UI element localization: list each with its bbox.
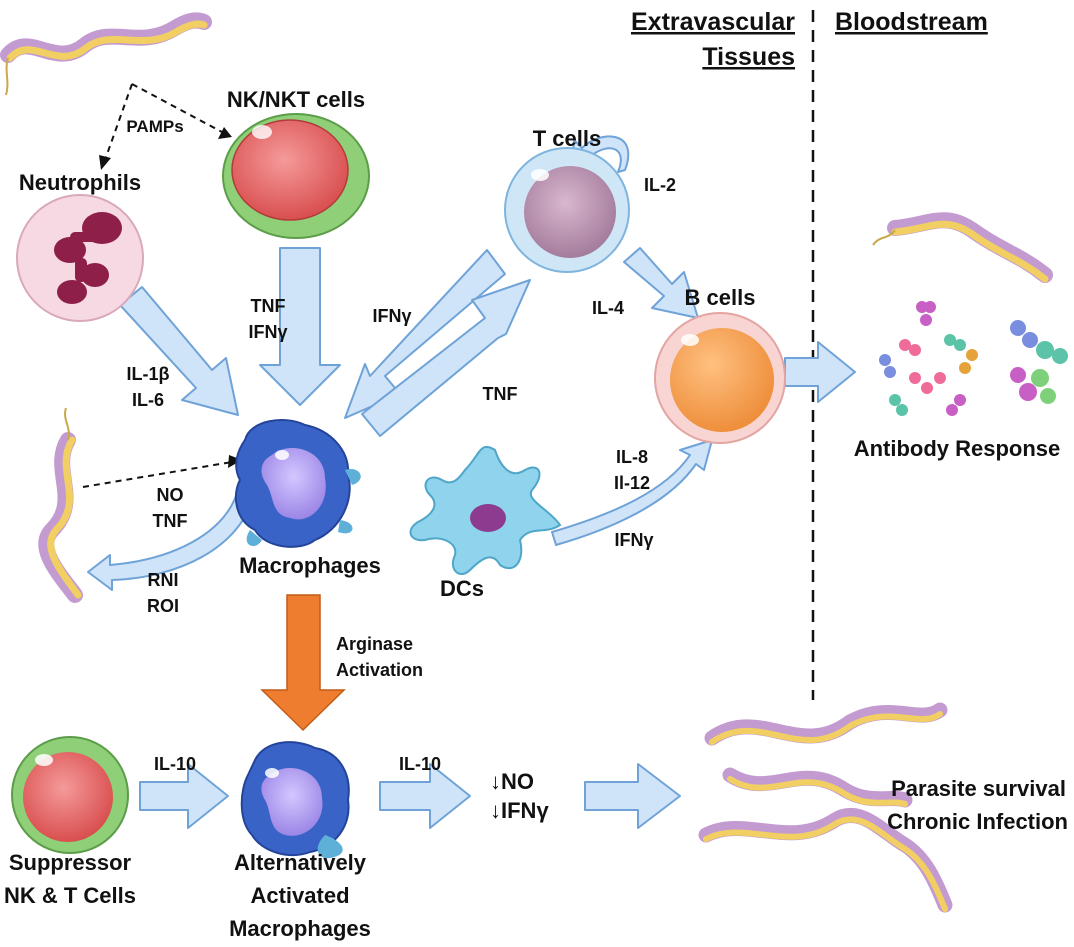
arrow-altmac-to-decrease: [379, 763, 471, 829]
label-antibody-response: Antibody Response: [854, 436, 1061, 461]
label-il1b: IL-1β: [127, 364, 170, 384]
arrow-dc-to-bcell: [551, 439, 713, 546]
macrophage-cell-icon: [234, 419, 361, 548]
label-arginase: Arginase: [336, 634, 413, 654]
suppressor-cell-icon: [11, 736, 129, 854]
label-il10-right: IL-10: [399, 754, 441, 774]
label-macrophages: Macrophages: [239, 553, 381, 578]
label-il10-left: IL-10: [154, 754, 196, 774]
label-dc-ifng: IFNγ: [614, 530, 653, 550]
alt-activated-macrophage-icon: [240, 741, 350, 859]
label-suppressor-line2: NK & T Cells: [4, 883, 136, 908]
label-no: NO: [157, 485, 184, 505]
dashed-arrow-to-neutrophils: [104, 83, 133, 161]
dashed-arrow-to-nk: [131, 83, 223, 133]
header-bloodstream: Bloodstream: [835, 8, 988, 36]
label-macrophage-tnf: TNF: [483, 384, 518, 404]
arrow-macrophage-to-parasite: [87, 489, 255, 591]
arrow-suppressor-to-altmac: [139, 763, 229, 829]
arrow-arginase: [260, 594, 346, 732]
label-chronic-infection: Chronic Infection: [887, 809, 1068, 834]
label-rni: RNI: [148, 570, 179, 590]
label-parasite-survival: Parasite survival: [891, 776, 1066, 801]
label-tcell-ifng: IFNγ: [372, 306, 411, 326]
label-alt-macrophage-line2: Activated: [250, 883, 349, 908]
dashed-arrowhead-macrophage: [228, 455, 242, 468]
label-t-cells: T cells: [533, 126, 601, 151]
b-cell-icon: [654, 312, 786, 444]
label-decrease-ifng: ↓IFNγ: [490, 798, 549, 823]
parasite-top-left-icon: [0, 12, 212, 96]
parasites-survival-icon: [698, 702, 953, 913]
label-suppressor-line1: Suppressor: [9, 850, 132, 875]
antibodies-icon: [879, 301, 1068, 416]
arrow-nk-to-macrophage: [259, 247, 341, 406]
parasite-bloodstream-icon: [872, 212, 1053, 283]
dashed-arrowhead-neutrophils: [99, 155, 111, 170]
t-cell-icon: [504, 147, 630, 273]
dashed-arrowhead-nk: [218, 127, 232, 139]
label-tnf: TNF: [153, 511, 188, 531]
label-pamps: PAMPs: [126, 117, 183, 136]
label-alt-macrophage-line1: Alternatively: [234, 850, 367, 875]
label-dcs: DCs: [440, 576, 484, 601]
arrow-neutrophil-to-macrophage: [119, 286, 239, 416]
arrow-to-survival: [584, 763, 681, 829]
label-b-cells: B cells: [685, 285, 756, 310]
label-neutrophils: Neutrophils: [19, 170, 141, 195]
label-nk-ifng: IFNγ: [248, 322, 287, 342]
label-il4: IL-4: [592, 298, 624, 318]
arrow-tcell-to-bcell: [623, 247, 699, 319]
header-extravascular: Extravascular: [631, 8, 795, 36]
label-alt-macrophage-line3: Macrophages: [229, 916, 371, 941]
label-il6: IL-6: [132, 390, 164, 410]
dendritic-cell-icon: [409, 445, 562, 575]
parasite-left-icon: [38, 407, 83, 603]
arrow-macrophage-to-tcell: [361, 279, 531, 437]
label-il12: Il-12: [614, 473, 650, 493]
label-nk-nkt-cells: NK/NKT cells: [227, 87, 365, 112]
neutrophil-cell-icon: [16, 194, 144, 322]
label-il8: IL-8: [616, 447, 648, 467]
label-nk-tnf: TNF: [251, 296, 286, 316]
nk-nkt-cell-icon: [222, 113, 370, 239]
label-activation: Activation: [336, 660, 423, 680]
label-roi: ROI: [147, 596, 179, 616]
label-il2: IL-2: [644, 175, 676, 195]
dashed-arrow-parasite-to-macrophage: [82, 461, 233, 488]
arrow-bcell-to-antibody: [784, 341, 856, 403]
header-tissues: Tissues: [702, 43, 795, 71]
label-decrease-no: ↓NO: [490, 769, 534, 794]
